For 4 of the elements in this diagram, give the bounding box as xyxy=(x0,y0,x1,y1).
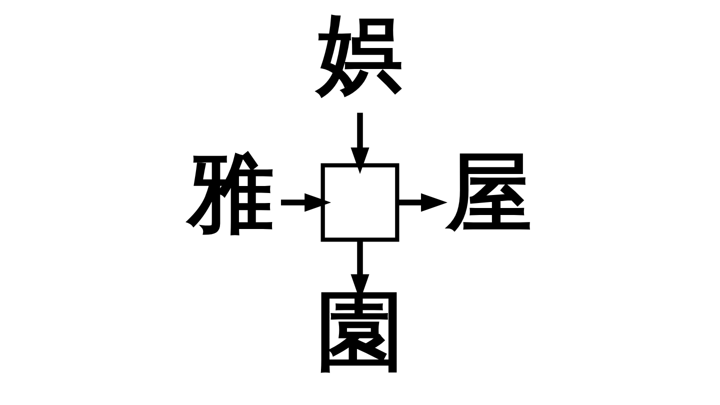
node-text: 屋 xyxy=(446,143,532,244)
node-text: 雅 xyxy=(188,143,274,244)
node-text: 園 xyxy=(317,282,404,382)
node-text: 娯 xyxy=(317,4,404,105)
